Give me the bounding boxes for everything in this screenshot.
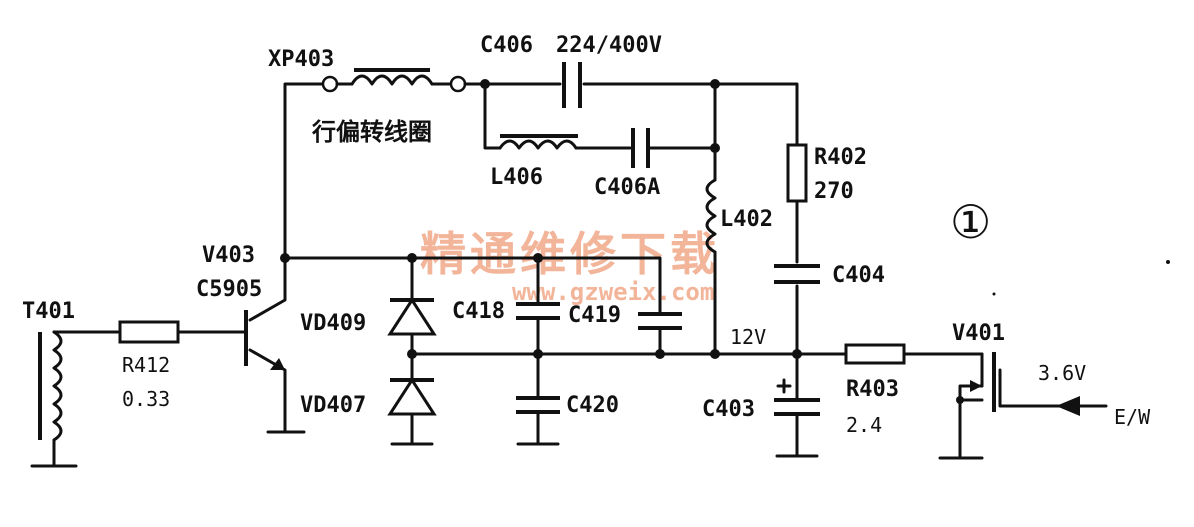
transistor-v403 <box>244 256 306 434</box>
label-l402: L402 <box>720 207 773 232</box>
resistor-r402 <box>786 143 808 264</box>
yoke-coil-xp403 <box>283 68 490 260</box>
label-c418: C418 <box>452 299 505 324</box>
collector-bus <box>280 253 662 314</box>
label-t401: T401 <box>22 299 75 324</box>
mid-bus <box>407 349 802 359</box>
label-ew: E/W <box>1114 405 1151 429</box>
label-c403: C403 <box>702 397 755 422</box>
label-vd407: VD407 <box>300 393 366 418</box>
label-c420: C420 <box>566 393 619 418</box>
label-r402: R402 <box>814 145 867 170</box>
label-r403-value: 2.4 <box>846 413 882 437</box>
label-r402-value: 270 <box>814 179 854 204</box>
label-36v: 3.6V <box>1038 361 1086 385</box>
label-xp403: XP403 <box>268 47 334 72</box>
resistor-r412 <box>118 320 248 344</box>
figure-number: ① <box>950 195 991 249</box>
capacitor-c420 <box>516 352 560 446</box>
label-vd409: VD409 <box>300 311 366 336</box>
label-c406: C406 <box>480 33 533 58</box>
label-c406a: C406A <box>594 175 660 200</box>
label-v403: V403 <box>202 243 255 268</box>
diode-vd407 <box>387 377 437 446</box>
mosfet-v401 <box>938 352 1108 460</box>
label-r412-value: 0.33 <box>122 387 170 411</box>
label-c406-value: 224/400V <box>556 33 662 58</box>
watermark-url: www.gzweix.com <box>512 278 714 306</box>
label-c419: C419 <box>568 303 621 328</box>
capacitor-c418 <box>516 302 560 356</box>
capacitor-c403 <box>774 352 820 458</box>
inductor-l406 <box>483 82 632 150</box>
speck <box>992 292 996 296</box>
diode-vd409 <box>387 256 437 382</box>
label-l406: L406 <box>490 165 543 190</box>
label-12v: 12V <box>730 325 766 349</box>
label-v403-part: C5905 <box>196 277 262 302</box>
capacitor-c419 <box>638 312 682 356</box>
label-c404: C404 <box>832 263 885 288</box>
label-r412: R412 <box>122 353 170 377</box>
label-yoke-coil: 行偏转线圈 <box>311 118 432 146</box>
label-r403: R403 <box>846 377 899 402</box>
capacitor-c404 <box>774 264 820 357</box>
inductor-l402 <box>705 82 717 357</box>
resistor-r403 <box>795 343 984 365</box>
transformer-t401 <box>30 330 120 468</box>
capacitor-c406 <box>483 62 799 147</box>
watermark-cn: 精通维修下载 <box>420 227 720 281</box>
label-v401: V401 <box>952 321 1005 346</box>
capacitor-c406a <box>631 128 720 168</box>
speck <box>1166 260 1170 264</box>
